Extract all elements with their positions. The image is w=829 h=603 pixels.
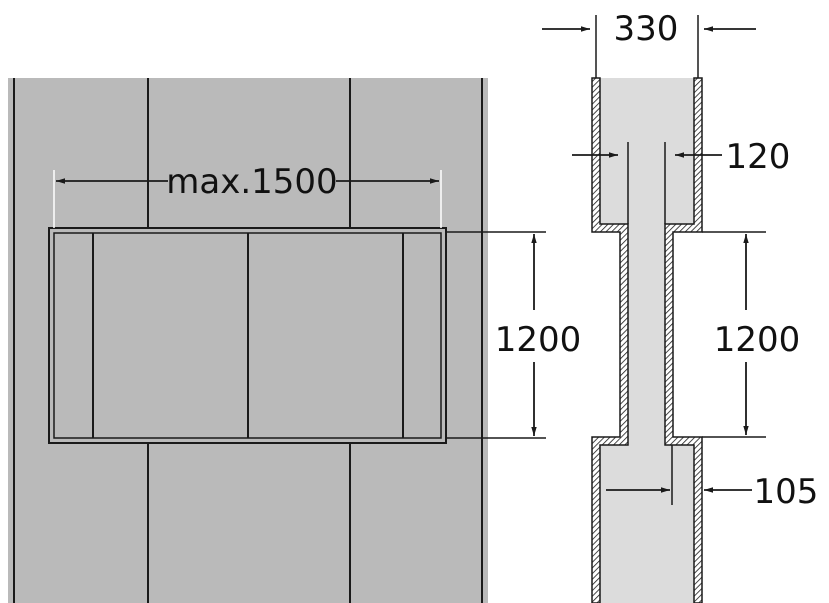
front-height-dimension-label: 1200 bbox=[495, 320, 582, 360]
wall-depth-label: 105 bbox=[754, 472, 819, 512]
section-wall-left bbox=[591, 77, 629, 603]
section-height-label: 1200 bbox=[714, 320, 801, 360]
front-view: max.1500 1200 bbox=[8, 78, 581, 603]
section-view: 330 120 1200 105 bbox=[542, 9, 818, 603]
overall-width-label: 330 bbox=[614, 9, 679, 49]
section-core bbox=[600, 78, 694, 603]
width-dimension-label: max.1500 bbox=[166, 162, 337, 202]
section-wall-right bbox=[664, 77, 703, 603]
recess-depth-label: 120 bbox=[726, 137, 791, 177]
